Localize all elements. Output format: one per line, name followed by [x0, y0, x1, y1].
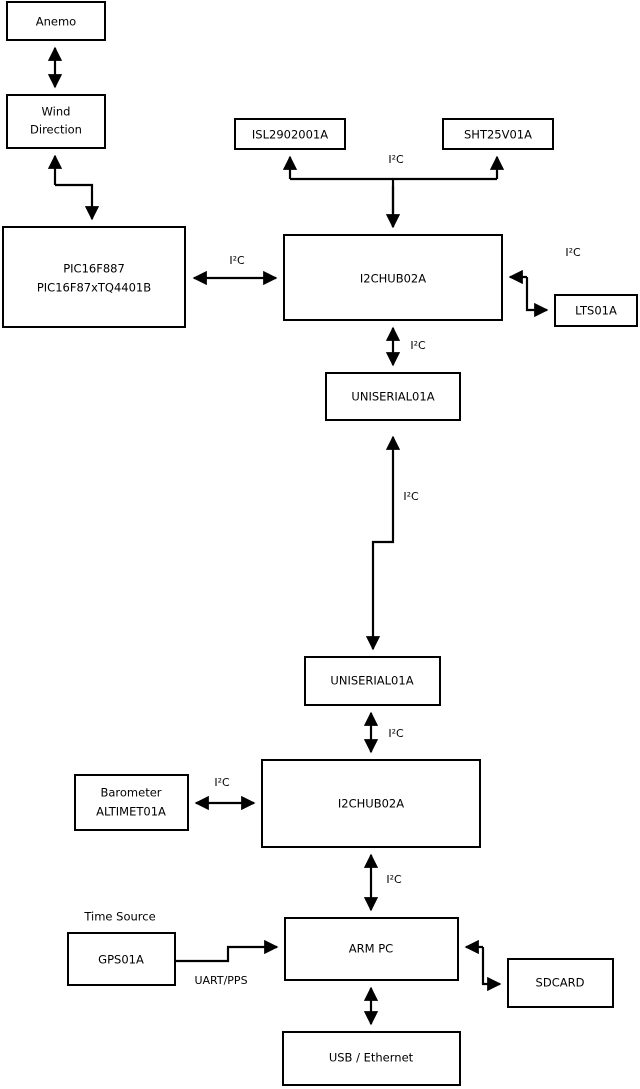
- node-i2chub02a-top[interactable]: I2CHUB02A: [283, 234, 503, 321]
- edge-label-uniserial-link: I²C: [403, 490, 419, 503]
- edge-label-pic-hub: I²C: [229, 254, 245, 267]
- edge-labels-layer: I²C I²C I²C I²C I²C I²C I²C I²C UART/PPS: [194, 153, 581, 987]
- node-uniserial01a-lower-label: UNISERIAL01A: [330, 674, 413, 688]
- edge-wind-direction-to-pic-jog: [55, 183, 100, 221]
- node-wind-direction-label-line2: Direction: [30, 123, 82, 137]
- captions-layer: Time Source: [83, 910, 155, 924]
- node-pic-label-line2: PIC16F87xTQ4401B: [37, 281, 151, 295]
- node-pic-microcontroller[interactable]: PIC16F887 PIC16F87xTQ4401B: [2, 226, 186, 328]
- node-uniserial01a-upper-label: UNISERIAL01A: [351, 390, 434, 404]
- node-arm-pc[interactable]: ARM PC: [284, 917, 459, 981]
- edge-hub-top-to-lts01a: [525, 277, 549, 318]
- node-anemo[interactable]: Anemo: [6, 1, 106, 41]
- node-barometer-label-line2: ALTIMET01A: [96, 805, 166, 819]
- node-gps01a-label: GPS01A: [98, 953, 144, 967]
- caption-time-source: Time Source: [83, 910, 155, 924]
- node-arm-pc-label: ARM PC: [349, 942, 393, 956]
- node-sdcard-label: SDCARD: [536, 976, 585, 990]
- edge-uniserial-lower-to-upper: [365, 435, 401, 651]
- node-sht25v01a[interactable]: SHT25V01A: [442, 118, 554, 150]
- node-sht25v01a-label: SHT25V01A: [464, 128, 532, 142]
- edge-label-gps-arm-pc: UART/PPS: [194, 974, 247, 987]
- edge-label-sensors-bus: I²C: [388, 153, 404, 166]
- node-pic-label-line1: PIC16F887: [63, 262, 125, 276]
- node-wind-direction-label-line1: Wind: [42, 105, 71, 119]
- edges-layer: [47, 46, 549, 1026]
- edge-label-hub-bottom-arm-pc: I²C: [386, 873, 402, 886]
- node-i2chub02a-top-label: I2CHUB02A: [360, 272, 426, 286]
- node-usb-ethernet-label: USB / Ethernet: [329, 1051, 414, 1065]
- node-isl2902001a[interactable]: ISL2902001A: [234, 118, 346, 150]
- node-lts01a[interactable]: LTS01A: [554, 294, 638, 327]
- node-anemo-label: Anemo: [36, 15, 76, 29]
- edge-label-hub-lts: I²C: [565, 246, 581, 259]
- edge-label-barometer-hub-bottom: I²C: [214, 776, 230, 789]
- node-isl2902001a-label: ISL2902001A: [252, 128, 328, 142]
- edge-label-uniserial-hub-bottom: I²C: [388, 727, 404, 740]
- node-i2chub02a-bottom[interactable]: I2CHUB02A: [261, 759, 481, 848]
- node-uniserial01a-upper[interactable]: UNISERIAL01A: [325, 372, 461, 421]
- node-usb-ethernet[interactable]: USB / Ethernet: [282, 1031, 461, 1086]
- node-barometer[interactable]: Barometer ALTIMET01A: [74, 774, 189, 831]
- node-lts01a-label: LTS01A: [575, 304, 617, 318]
- edge-label-hub-uniserial: I²C: [410, 339, 426, 352]
- node-i2chub02a-bottom-label: I2CHUB02A: [338, 797, 404, 811]
- edge-arm-pc-to-sdcard: [481, 947, 502, 992]
- node-gps01a[interactable]: GPS01A: [67, 932, 176, 986]
- node-wind-direction[interactable]: Wind Direction: [6, 94, 106, 149]
- node-sdcard[interactable]: SDCARD: [507, 958, 614, 1008]
- edge-gps01a-to-arm-pc: [175, 939, 279, 963]
- node-uniserial01a-lower[interactable]: UNISERIAL01A: [304, 656, 441, 706]
- node-barometer-label-line1: Barometer: [100, 786, 161, 800]
